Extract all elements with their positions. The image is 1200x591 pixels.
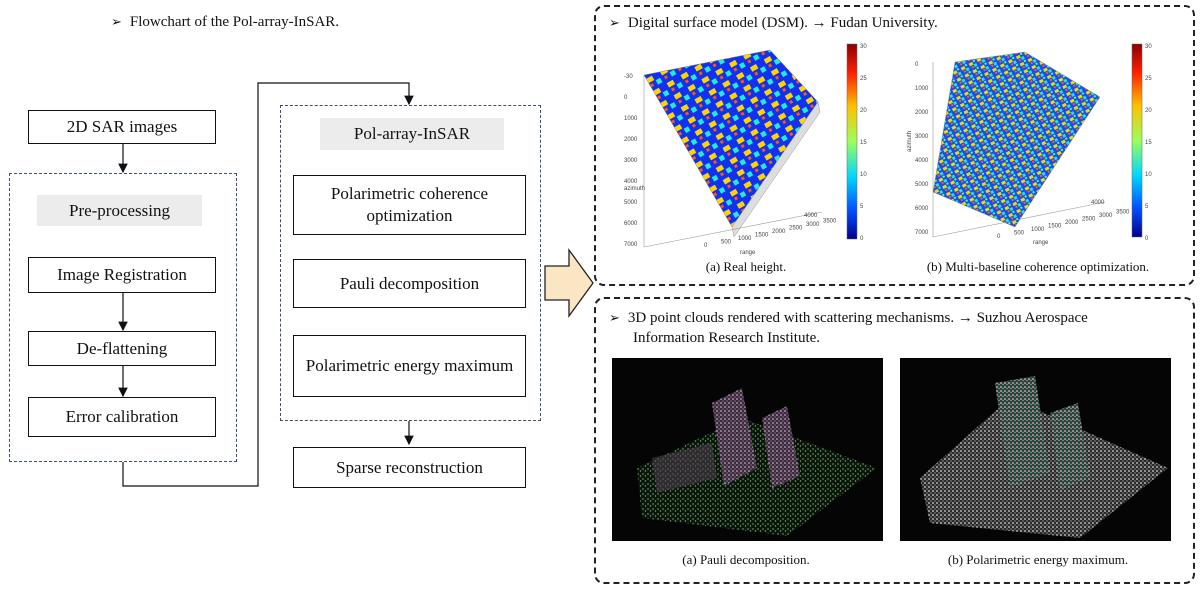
plot-a-colorbar-ticks: 30 25 20 15 10 5 0: [860, 44, 867, 242]
plot-a-colorbar-tick: 25: [860, 76, 867, 82]
plot-a-y-tick: 0: [624, 95, 628, 101]
plot-a-colorbar-tick: 15: [860, 140, 867, 146]
pol-array-label: Pol-array-InSAR: [320, 118, 504, 150]
arrowhead-bullet-icon: ➢: [111, 14, 122, 29]
plot-a-x-tick: 3000: [806, 222, 820, 228]
plot-a-z-tick: 4000: [804, 213, 818, 219]
pointcloud-energy-image: [900, 358, 1171, 541]
error-calibration-box: Error calibration: [28, 397, 216, 437]
plot-b-x-tick: 2500: [1082, 217, 1096, 223]
plot-a-y-tick: 3000: [624, 158, 638, 164]
pointcloud-heading: ➢3D point clouds rendered with scatterin…: [609, 310, 1088, 326]
plot-a-y-tick: 4000: [624, 179, 638, 185]
plot-a-x-tick: 1000: [738, 236, 752, 242]
flowchart-heading: ➢Flowchart of the Pol-array-InSAR.: [111, 14, 340, 30]
plot-b-x-tick: 1000: [1031, 227, 1045, 233]
plot-b-z-tick: 4000: [1091, 200, 1105, 206]
plot-a-y-tick: 5000: [624, 200, 638, 206]
plot-b-colorbar-tick: 5: [1145, 204, 1149, 210]
arrowhead-bullet-icon: ➢: [609, 310, 620, 325]
pol-array-group: [280, 105, 541, 421]
plot-b-y-tick: 4000: [915, 158, 929, 164]
plot-b-y-tick: 6000: [915, 206, 929, 212]
plot-b-y-tick: 1000: [915, 86, 929, 92]
plot-b-y-tick: 5000: [915, 182, 929, 188]
coherence-optimization-box: Polarimetric coherence optimization: [293, 175, 526, 235]
dsm-surface-b: [932, 51, 1101, 228]
pointcloud-panel: [594, 297, 1195, 584]
dsm-caption-b: (b) Multi-baseline coherence optimizatio…: [926, 259, 1150, 274]
plot-b-x-tick: 1500: [1048, 224, 1062, 230]
pointcloud-caption-b: (b) Polarimetric energy maximum.: [947, 552, 1129, 567]
plot-a-x-tick: 0: [704, 243, 708, 249]
plot-a-y-ticks: -30 0 1000 2000 3000 4000 5000 6000 7000: [624, 74, 638, 248]
plot-b-x-tick: 2000: [1065, 220, 1079, 226]
plot-a-x-tick: 2500: [789, 226, 803, 232]
plot-b-colorbar-tick: 20: [1145, 108, 1152, 114]
big-right-arrow-icon: [544, 248, 594, 318]
plot-b-y-ticks: 0 1000 2000 3000 4000 5000 6000 7000: [915, 62, 929, 236]
plot-a-colorbar-tick: 30: [860, 44, 867, 50]
plot-b-colorbar-ticks: 30 25 20 15 10 5 0: [1145, 44, 1152, 242]
plot-b-azimuth-label: azimuth: [907, 131, 913, 152]
plot-a-colorbar-tick: 20: [860, 108, 867, 114]
pointcloud-heading-line2: Information Research Institute.: [633, 330, 821, 346]
de-flattening-box: De-flattening: [28, 331, 216, 366]
plot-b-x-tick: 3500: [1116, 210, 1130, 216]
plot-a-azimuth-label: azimuth: [624, 186, 645, 192]
plot-b-x-tick: 500: [1014, 231, 1025, 237]
plot-b-y-tick: 7000: [915, 230, 929, 236]
plot-b-colorbar-tick: 25: [1145, 76, 1152, 82]
preprocessing-label: Pre-processing: [37, 195, 202, 226]
plot-a-y-tick: 1000: [624, 116, 638, 122]
plot-b-y-tick: 3000: [915, 134, 929, 140]
plot-a-y-tick: 6000: [624, 221, 638, 227]
plot-b-x-tick: 0: [997, 234, 1001, 240]
plot-a-colorbar-tick: 0: [860, 236, 864, 242]
plot-b-colorbar-tick: 30: [1145, 44, 1152, 50]
plot-b-colorbar: [1131, 43, 1143, 238]
plot-b-y-tick: 0: [915, 62, 919, 68]
dsm-heading: ➢Digital surface model (DSM). → Fudan Un…: [609, 15, 938, 31]
plot-b-colorbar-tick: 15: [1145, 140, 1152, 146]
plot-a-x-tick: 3500: [823, 219, 837, 225]
plot-b-y-tick: 2000: [915, 110, 929, 116]
pauli-decomposition-box: Pauli decomposition: [293, 259, 526, 308]
sar-images-box: 2D SAR images: [28, 110, 216, 144]
plot-b-x-tick: 3000: [1099, 213, 1113, 219]
plot-b-colorbar-tick: 0: [1145, 236, 1149, 242]
dsm-caption-a: (a) Real height.: [705, 259, 787, 274]
plot-a-colorbar-tick: 5: [860, 204, 864, 210]
dsm-panel: [594, 5, 1195, 286]
plot-a-range-label: range: [740, 250, 756, 256]
preprocessing-group: [9, 173, 237, 462]
arrowhead-bullet-icon: ➢: [609, 15, 620, 30]
dsm-surface-a: [643, 49, 819, 228]
plot-a-colorbar-tick: 10: [860, 172, 867, 178]
plot-b-range-label: range: [1033, 240, 1049, 246]
plot-a-colorbar: [846, 43, 858, 240]
pointcloud-pauli-image: [612, 358, 883, 541]
plot-a-x-tick: 500: [721, 240, 732, 246]
plot-a-x-tick: 1500: [755, 233, 769, 239]
dsm-surface-a-side: [731, 101, 821, 238]
energy-maximum-box: Polarimetric energy maximum: [293, 335, 526, 397]
plot-b-colorbar-tick: 10: [1145, 172, 1152, 178]
sparse-reconstruction-box: Sparse reconstruction: [293, 447, 526, 488]
plot-a-y-tick: -30: [624, 74, 633, 80]
image-registration-box: Image Registration: [28, 257, 216, 293]
plot-a-y-tick: 7000: [624, 242, 638, 248]
plot-a-x-tick: 2000: [772, 229, 786, 235]
pointcloud-caption-a: (a) Pauli decomposition.: [682, 552, 810, 567]
plot-a-y-tick: 2000: [624, 137, 638, 143]
